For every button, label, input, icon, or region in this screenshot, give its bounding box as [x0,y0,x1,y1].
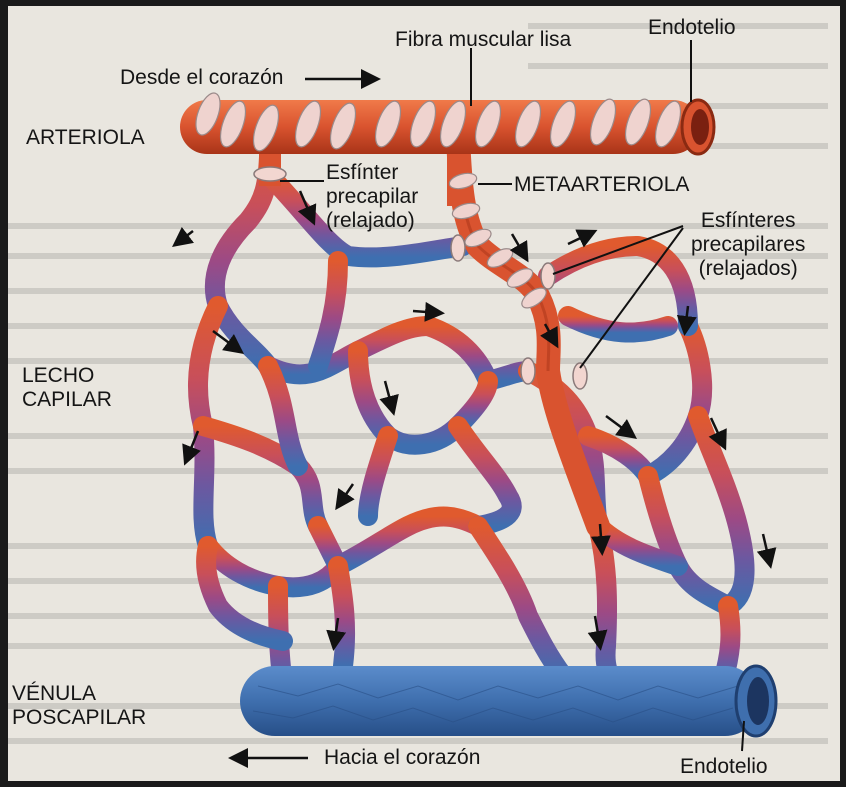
endothelium-top-label: Endotelio [648,16,736,40]
venule-label: VÉNULA POSCAPILAR [12,682,146,730]
precapillary-sphincters-label: Esfínteres precapilares (relajados) [691,209,805,281]
capillary-bed-diagram [8,6,840,781]
capillary-bed-label: LECHO CAPILAR [22,364,112,412]
sphincter-metarteriole-a [451,235,465,261]
precapillary-sphincter-label: Esfínter precapilar (relajado) [326,161,418,233]
endothelium-bottom-label: Endotelio [680,755,768,779]
arteriole-label: ARTERIOLA [26,126,145,150]
from-heart-label: Desde el corazón [120,66,283,90]
figure-frame: ARTERIOLA Desde el corazón Fibra muscula… [8,6,840,781]
smooth-muscle-label: Fibra muscular lisa [395,28,571,52]
metarteriole-label: METAARTERIOLA [514,173,689,197]
sphincter-left [254,167,286,181]
sphincter-metarteriole-c [521,358,535,384]
sphincter-metarteriole-b [541,263,555,289]
venule [240,666,776,736]
to-heart-label: Hacia el corazón [324,746,480,770]
